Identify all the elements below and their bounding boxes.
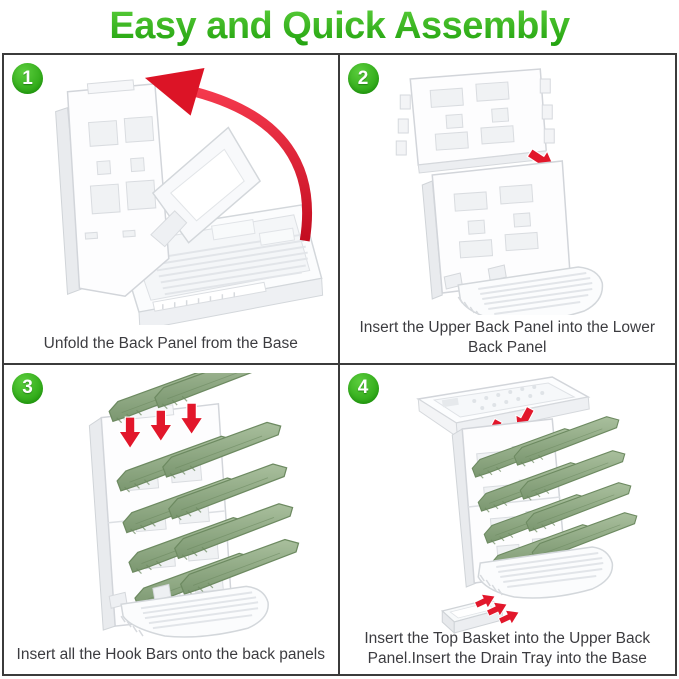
step-2-panel: 2 [339,55,675,365]
step2-insert-panel-illustration [395,68,603,315]
page-title: Easy and Quick Assembly [0,0,679,53]
step4-basket-tray-illustration [415,375,637,634]
step-2-badge: 2 [347,63,379,94]
step3-hook-bars-illustration [88,372,300,638]
base-tray [443,264,603,315]
step-1-panel: 1 [4,55,340,365]
base-tray [476,545,613,599]
base-tray [108,583,269,638]
step-3-badge: 3 [12,372,43,404]
step-2-caption: Insert the Upper Back Panel into the Low… [359,318,656,356]
back-panel-upright [55,79,170,298]
lower-back-panel [421,160,571,300]
step-4-badge: 4 [347,372,379,404]
step-1-badge: 1 [12,63,43,94]
drain-tray [440,597,504,634]
step-3-caption: Insert all the Hook Bars onto the back p… [16,646,325,663]
step1-unfold-illustration [55,67,324,325]
step-4-caption: Insert the Top Basket into the Upper Bac… [364,630,651,667]
step-3-panel: 3 [4,364,340,674]
steps-grid: 1 [2,53,677,676]
step-4-panel: 4 [339,364,675,674]
upper-back-panel [395,68,555,174]
red-curved-arrow-icon [144,67,313,242]
back-panel-folding [150,126,262,248]
step-1-caption: Unfold the Back Panel from the Base [43,334,298,352]
